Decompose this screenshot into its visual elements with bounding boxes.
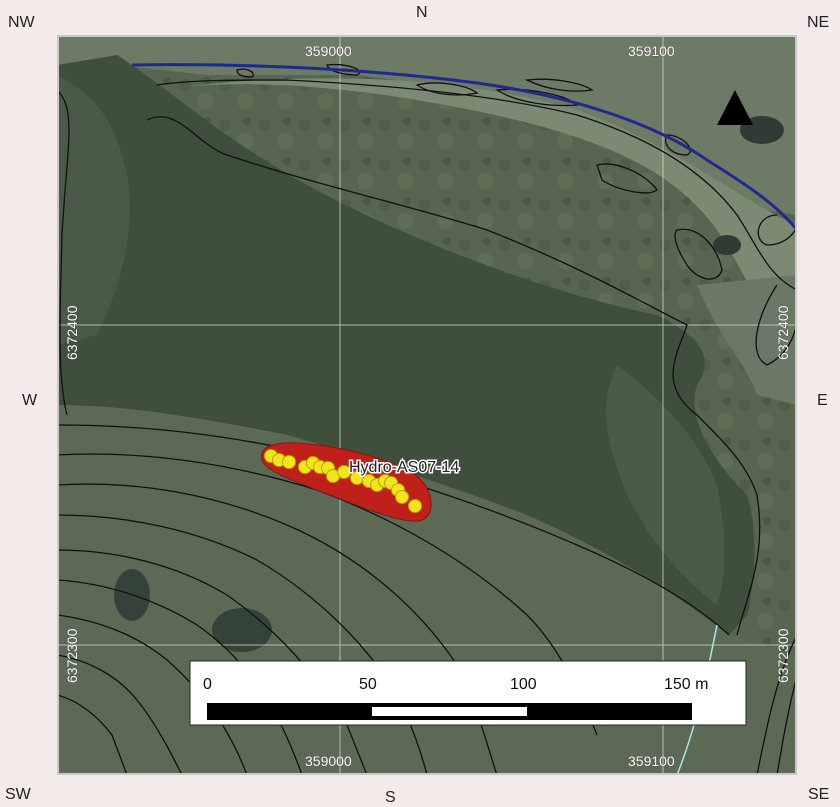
- grid-label-y-left-1: 6372400: [64, 305, 80, 360]
- scale-label-100: 100: [510, 676, 537, 693]
- compass-west: W: [22, 392, 38, 409]
- grid-label-y-right-2: 6372300: [775, 628, 791, 683]
- vegetation-patch: [212, 608, 272, 652]
- grid-label-x-top-1: 359000: [305, 43, 352, 59]
- scale-label-150: 150 m: [664, 676, 708, 693]
- grid-label-x-bottom-1: 359000: [305, 753, 352, 769]
- compass-northeast: NE: [807, 14, 830, 31]
- sample-point: [408, 499, 422, 513]
- lake-shallows: [57, 75, 130, 345]
- compass-north: N: [416, 4, 428, 21]
- grid-label-x-top-2: 359100: [628, 43, 675, 59]
- compass-south: S: [385, 789, 396, 806]
- grid-label-x-bottom-2: 359100: [628, 753, 675, 769]
- lake-shallows-right: [606, 365, 725, 605]
- scale-label-0: 0: [203, 676, 212, 693]
- upper-bank: [57, 35, 797, 215]
- right-bank: [697, 275, 797, 405]
- river-line: [131, 63, 797, 231]
- map-frame[interactable]: Hydro-AS07-14 359000 359100 359000 35910…: [50, 28, 804, 782]
- sample-point: [337, 465, 351, 479]
- north-arrow-icon: [717, 90, 753, 125]
- lake-water: [57, 55, 755, 635]
- compass-east: E: [817, 392, 828, 409]
- compass-northwest: NW: [8, 14, 35, 31]
- scale-label-50: 50: [359, 676, 377, 693]
- map-canvas[interactable]: Hydro-AS07-14 359000 359100 359000 35910…: [50, 28, 804, 782]
- compass-southwest: SW: [5, 786, 31, 803]
- scale-bar: 0 50 100 150 m: [189, 660, 747, 726]
- sample-point: [395, 490, 409, 504]
- sample-point: [282, 455, 296, 469]
- grid-label-y-right-1: 6372400: [775, 305, 791, 360]
- sample-points[interactable]: [264, 449, 422, 513]
- grid-label-y-left-2: 6372300: [64, 628, 80, 683]
- compass-southeast: SE: [808, 786, 830, 803]
- vegetation-patch: [713, 235, 741, 255]
- grid-lines: [57, 35, 797, 775]
- feature-label: Hydro-AS07-14: [349, 459, 459, 476]
